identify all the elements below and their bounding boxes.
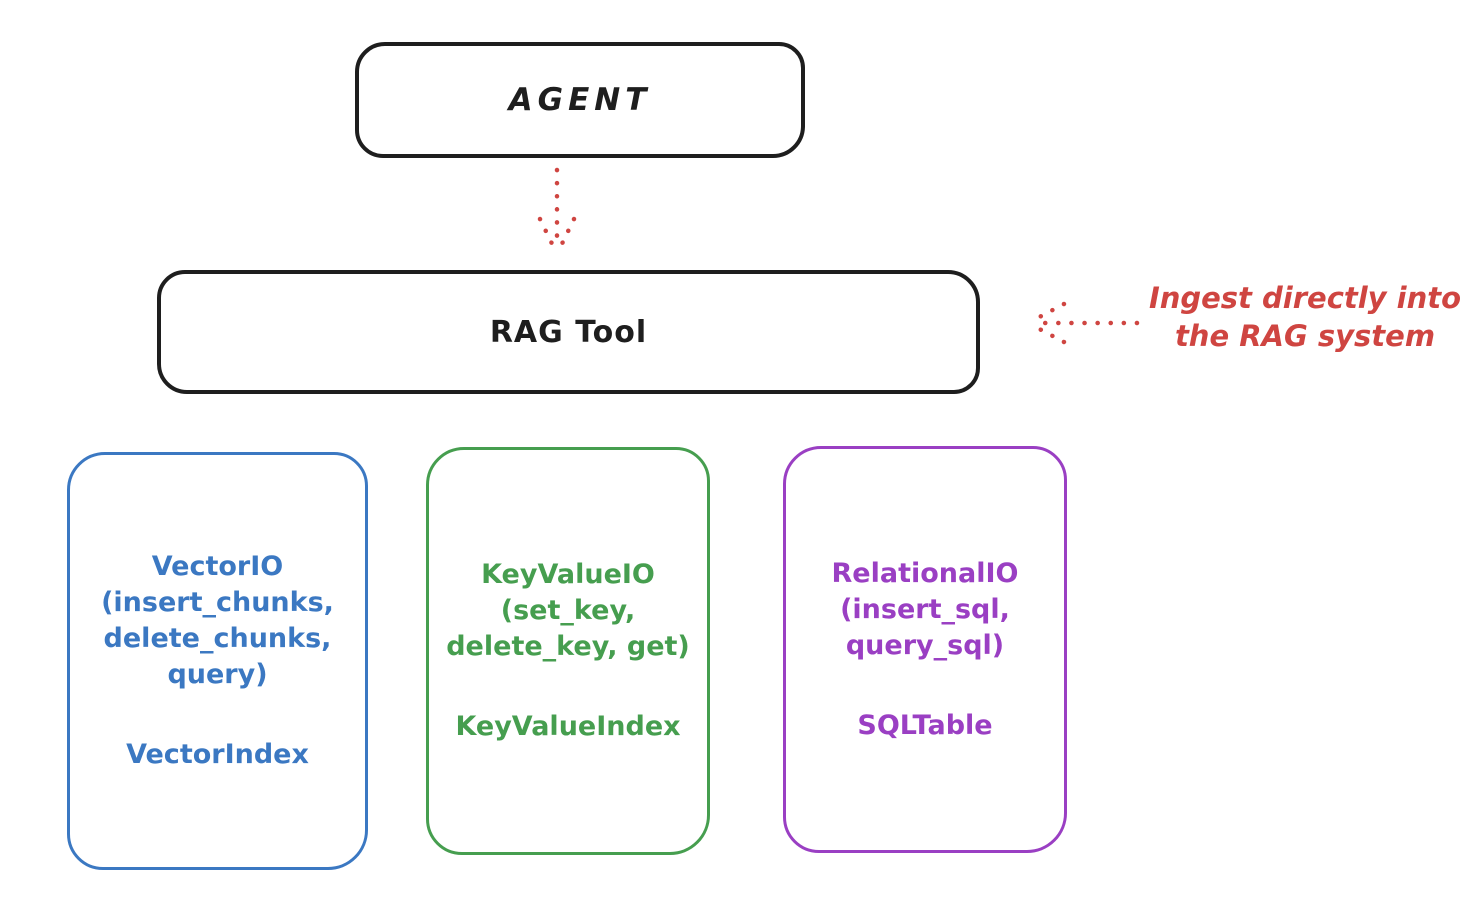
backend-title-line: query_sql) xyxy=(845,629,1005,661)
keyvalue-index-label: KeyValueIndex xyxy=(455,711,681,742)
rag-tool-label: RAG Tool xyxy=(489,314,648,350)
backend-title-line: RelationalIO xyxy=(831,557,1019,589)
ingest-arrow xyxy=(1027,301,1140,345)
backend-title-line: (insert_sql, xyxy=(840,593,1010,625)
ingest-annotation: Ingest directly into the RAG system xyxy=(1133,279,1477,355)
relational-io-node: RelationalIO (insert_sql, query_sql) SQL… xyxy=(783,446,1067,853)
ingest-annotation-line2: the RAG system xyxy=(1174,319,1436,353)
backend-title-line: (insert_chunks, xyxy=(101,587,334,618)
agent-node: AGENT xyxy=(355,42,805,158)
agent-label: AGENT xyxy=(508,82,652,118)
backend-title-line: VectorIO xyxy=(151,551,284,582)
backend-title-line: delete_key, get) xyxy=(446,631,690,662)
backend-title-line: (set_key, xyxy=(500,595,636,626)
relational-io-title: RelationalIO (insert_sql, query_sql) xyxy=(832,556,1019,664)
vector-io-node: VectorIO (insert_chunks, delete_chunks, … xyxy=(67,452,368,870)
backend-title-line: delete_chunks, xyxy=(103,623,332,654)
rag-tool-node: RAG Tool xyxy=(157,270,980,394)
ingest-annotation-line1: Ingest directly into xyxy=(1148,281,1462,315)
keyvalue-io-title: KeyValueIO (set_key, delete_key, get) xyxy=(446,557,690,665)
vector-io-title: VectorIO (insert_chunks, delete_chunks, … xyxy=(101,549,334,693)
vector-index-label: VectorIndex xyxy=(126,739,309,770)
agent-to-rag-tool-arrow xyxy=(537,167,577,255)
backend-title-line: KeyValueIO xyxy=(481,559,655,590)
sql-table-label: SQLTable xyxy=(857,709,993,741)
keyvalue-io-node: KeyValueIO (set_key, delete_key, get) Ke… xyxy=(426,447,710,855)
backend-title-line: query) xyxy=(167,659,268,690)
